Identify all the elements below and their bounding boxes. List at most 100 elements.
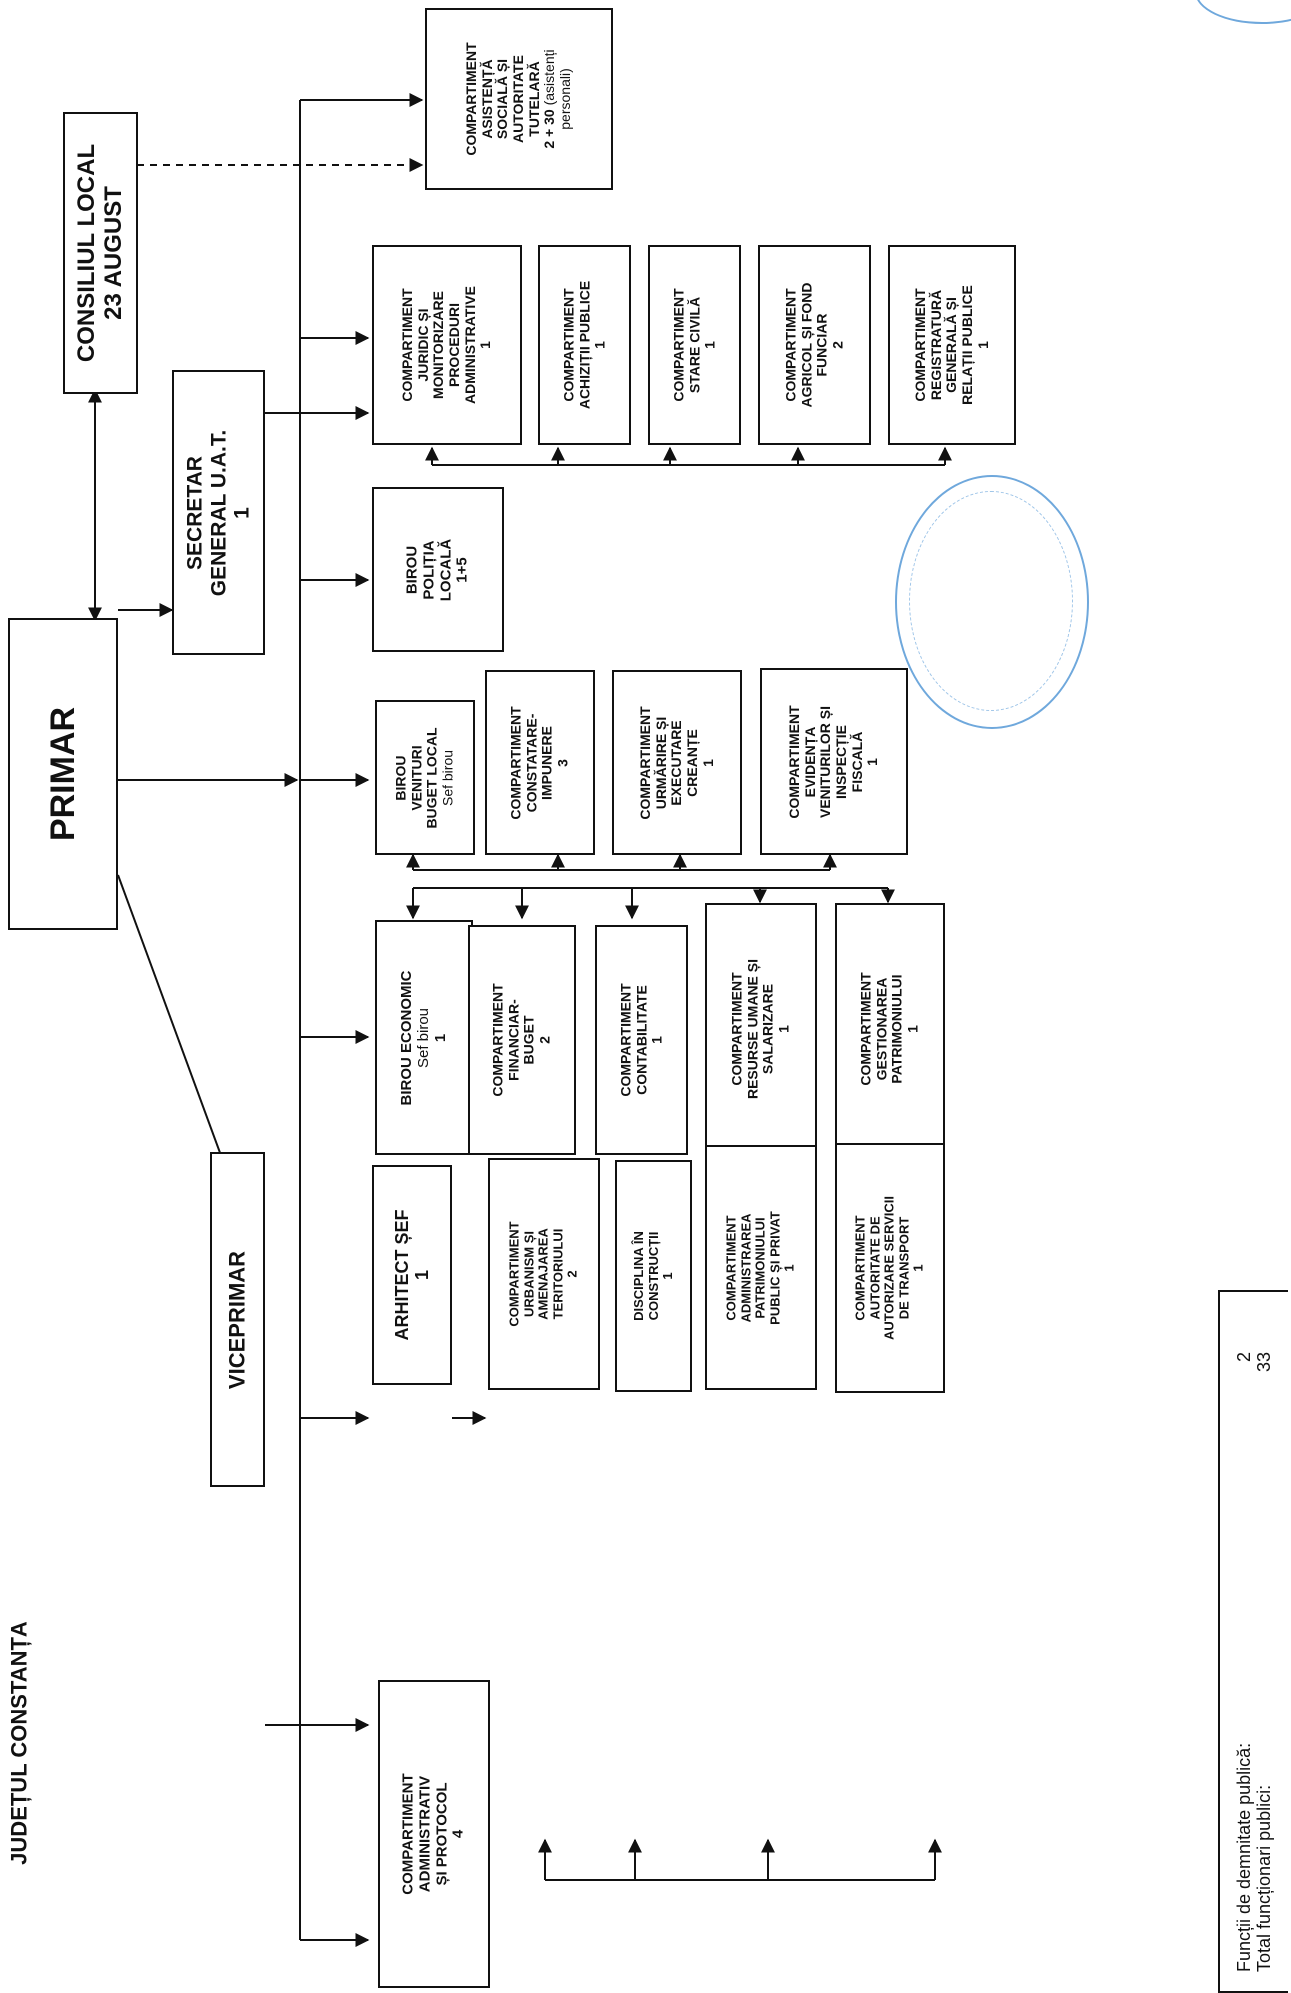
node-line: PRIMAR (43, 706, 82, 842)
node-line: 1 (781, 1263, 797, 1272)
node-resurse-umane: COMPARTIMENT RESURSE UMANE ȘI SALARIZARE… (705, 903, 817, 1155)
node-line: AGRICOL ȘI FOND (797, 282, 814, 408)
node-line: LOCALĂ (437, 538, 454, 601)
node-line: VENITURILOR ȘI (817, 705, 834, 818)
node-line: COMPARTIMENT (669, 288, 686, 402)
node-line: FISCALĂ (848, 731, 865, 792)
node-line: MONITORIZARE (430, 291, 447, 399)
connector-primar-viceprimar (117, 874, 233, 1182)
node-line: URBANISM ȘI (521, 1231, 537, 1317)
node-line: ADMINISTRAREA (738, 1212, 754, 1323)
node-line: COMPARTIMENT (559, 288, 576, 402)
node-contabilitate: COMPARTIMENT CONTABILITATE 1 (595, 925, 688, 1155)
official-stamp (895, 475, 1089, 729)
node-line: RESURSE UMANE ȘI (744, 958, 761, 1100)
node-line: TUTELARĂ (525, 61, 542, 137)
node-line: personali) (557, 68, 574, 130)
node-line: FUNCIAR (813, 313, 830, 377)
node-line: CONSILIUL LOCAL (72, 143, 100, 363)
node-urbanism: COMPARTIMENT URBANISM ȘI AMENAJAREA TERI… (488, 1158, 600, 1390)
node-line: COMPARTIMENT (506, 1221, 522, 1327)
node-line: 1 (904, 1025, 921, 1033)
node-line: SOCIALĂ ȘI (494, 58, 511, 140)
node-line: ACHIZIȚII PUBLICE (575, 280, 592, 410)
node-autoritate-transport: COMPARTIMENT AUTORITATE DE AUTORIZARE SE… (835, 1143, 945, 1393)
node-line: GENERALĂ ȘI (943, 297, 960, 393)
node-registratura: COMPARTIMENT REGISTRATURĂ GENERALĂ ȘI RE… (888, 245, 1016, 445)
node-disciplina-constructii: DISCIPLINA ÎN CONSTRUCȚII 1 (615, 1160, 692, 1392)
node-line: PUBLIC ȘI PRIVAT (767, 1210, 783, 1325)
node-line: VICEPRIMAR (224, 1250, 250, 1389)
node-line: INSPECȚIE (833, 724, 849, 799)
node-line: CREANȚE (683, 728, 700, 797)
node-venituri-buget-local: BIROU VENITURI BUGET LOCAL Sef birou (375, 700, 475, 855)
node-administrarea-patrimoniului: COMPARTIMENT ADMINISTRAREA PATRIMONIULUI… (705, 1145, 817, 1390)
node-line: ARHITECT ȘEF (391, 1209, 412, 1341)
node-line: 1 (431, 1033, 449, 1042)
node-line: DE TRANSPORT (896, 1216, 912, 1320)
node-line: 2 (536, 1036, 553, 1044)
node-line: ȘI PROTOCOL (433, 1782, 450, 1886)
node-line: COMPARTIMENT (463, 42, 480, 156)
node-gestionarea-patrimoniului: COMPARTIMENT GESTIONAREA PATRIMONIULUI 1 (835, 903, 945, 1155)
node-viceprimar: VICEPRIMAR (210, 1152, 265, 1487)
node-evidenta-veniturilor: COMPARTIMENT EVIDENȚA VENITURILOR ȘI INS… (760, 668, 908, 855)
node-line: 1 (974, 341, 991, 349)
summary-value: 33 (1254, 1351, 1274, 1372)
node-line: (asistenți (541, 49, 558, 106)
node-line: 1 (701, 341, 718, 349)
node-line: GESTIONAREA (873, 977, 890, 1081)
node-line: PATRIMONIULUI (889, 974, 905, 1084)
node-line: COMPARTIMENT (785, 704, 802, 819)
node-line: COMPARTIMENT (857, 972, 874, 1086)
node-line: BIROU ECONOMIC (397, 970, 415, 1105)
node-line: COMPARTIMENT (636, 705, 653, 820)
node-line: 1 (591, 341, 608, 349)
node-juridic: COMPARTIMENT JURIDIC ȘI MONITORIZARE PRO… (372, 245, 522, 445)
node-line: SECRETAR (183, 455, 207, 570)
node-line: COMPARTIMENT (398, 288, 415, 402)
node-line: 1 (648, 1036, 665, 1044)
node-line: STARE CIVILĂ (685, 296, 702, 394)
node-constatare-impunere: COMPARTIMENT CONSTATARE- IMPUNERE 3 (485, 670, 595, 855)
county-heading-text: JUDEȚUL CONSTANȚA (6, 1621, 32, 1865)
summary-row: Funcții de demnitate publică: 2 (1234, 1312, 1254, 1972)
node-line: 3 (554, 758, 571, 767)
node-urmarire-creante: COMPARTIMENT URMĂRIRE ȘI EXECUTARE CREAN… (612, 670, 742, 855)
node-line: PROCEDURI (446, 303, 462, 388)
node-politia-locala: BIROU POLIȚIA LOCALĂ 1+5 (372, 487, 504, 652)
node-line: 1+5 (453, 556, 471, 583)
node-line: 2 (564, 1270, 580, 1278)
node-line: COMPARTIMENT (723, 1214, 739, 1321)
node-consiliu-local: CONSILIUL LOCAL 23 AUGUST (63, 112, 138, 394)
node-stare-civila: COMPARTIMENT STARE CIVILĂ 1 (648, 245, 741, 445)
node-line: ASISTENȚĂ (478, 59, 495, 139)
node-line: ADMINISTRATIVE (461, 286, 478, 404)
node-line: RELAȚII PUBLICE (958, 285, 975, 405)
node-line: JURIDIC ȘI (414, 308, 431, 382)
node-line: AMENAJAREA (535, 1228, 551, 1320)
node-agricol-fond-funciar: COMPARTIMENT AGRICOL ȘI FOND FUNCIAR 2 (758, 245, 871, 445)
node-achizitii-publice: COMPARTIMENT ACHIZIȚII PUBLICE 1 (538, 245, 631, 445)
node-line: Sef birou (414, 1007, 432, 1068)
node-line: EXECUTARE (668, 719, 685, 806)
node-line: AUTORITATE DE (867, 1216, 883, 1320)
node-secretar-general: SECRETAR GENERAL U.A.T. 1 (172, 370, 265, 655)
node-line: 1 (864, 757, 881, 766)
node-line: BUGET (521, 1015, 537, 1065)
node-line: 1 (477, 341, 494, 349)
node-line: 1 (775, 1025, 792, 1033)
summary-row: Total funcționari publici: 33 (1254, 1312, 1274, 1972)
node-line: 2 (829, 341, 846, 349)
node-line: PATRIMONIULUI (752, 1216, 768, 1319)
node-line: AUTORIZARE SERVICII (881, 1196, 897, 1340)
node-line: REGISTRATURĂ (927, 289, 944, 401)
node-line: 1 (412, 1269, 432, 1281)
node-line: COMPARTIMENT (489, 983, 506, 1097)
node-line: 23 AUGUST (99, 186, 127, 320)
summary-label: Total funcționari publici: (1254, 1784, 1274, 1972)
node-arhitect-sef: ARHITECT ȘEF 1 (372, 1165, 452, 1385)
node-line: DISCIPLINA ÎN (630, 1231, 646, 1321)
summary-value: 2 (1233, 1351, 1254, 1362)
